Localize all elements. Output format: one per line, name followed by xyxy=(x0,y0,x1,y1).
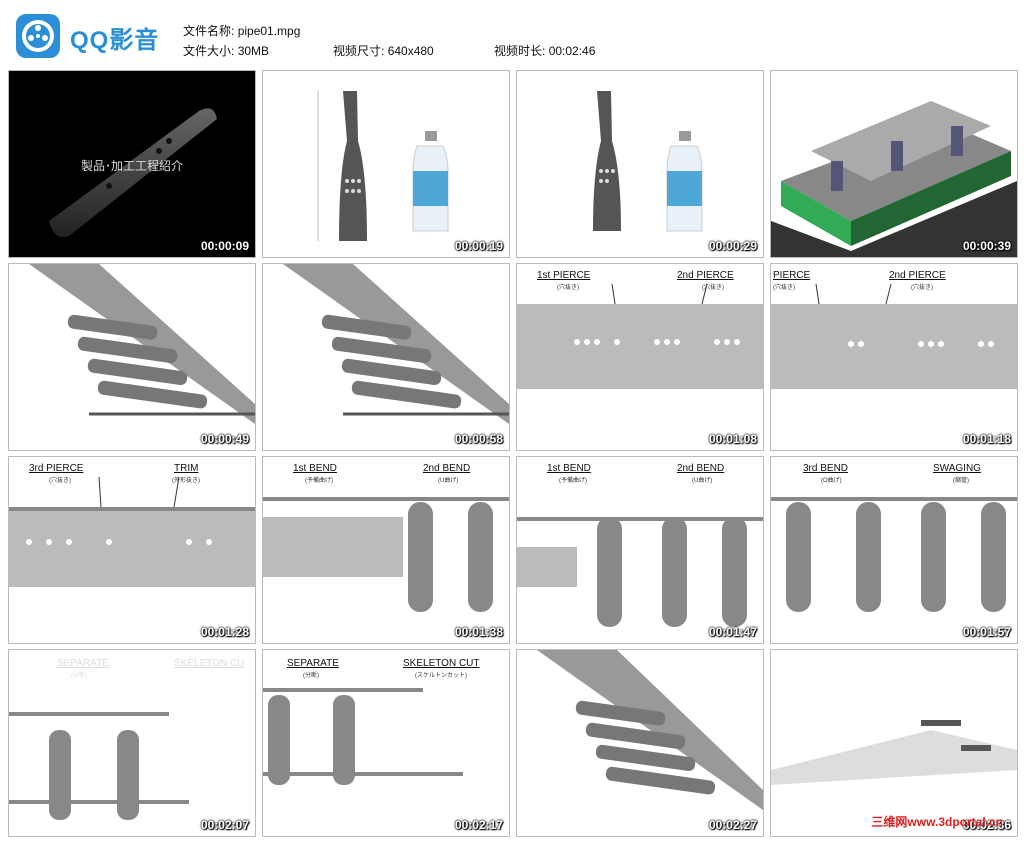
pipe-and-bottle-drawing xyxy=(317,91,449,241)
strip-render xyxy=(537,650,763,810)
process-label-left: 1st BEND xyxy=(547,463,591,474)
process-label-right: 2nd PIERCE xyxy=(889,270,946,281)
process-label-left: PIERCE xyxy=(773,270,811,281)
thumbnail[interactable]: 00:00:39 xyxy=(770,70,1018,258)
filesize-label: 文件大小: xyxy=(183,44,235,58)
thumbnail[interactable]: PIERCE (穴抜き) 2nd PIERCE (穴抜き) 00:01:18 xyxy=(770,263,1018,451)
qq-player-logo-icon xyxy=(16,14,60,58)
final-parts-render xyxy=(771,720,1017,785)
filename-label: 文件名称: xyxy=(183,24,235,38)
process-sub-left: (予備曲げ) xyxy=(559,478,587,484)
process-sub-right: (外形抜き) xyxy=(172,478,200,484)
pipe-render-illustration xyxy=(49,108,217,237)
process-sub-left: (分断) xyxy=(71,673,87,679)
timestamp: 00:01:18 xyxy=(962,432,1011,446)
filename-value: pipe01.mpg xyxy=(237,24,301,38)
process-sub-left: (O曲げ) xyxy=(821,478,842,484)
thumbnail[interactable]: 00:00:58 xyxy=(262,263,510,451)
process-sub-right: (縮管) xyxy=(953,478,969,484)
timestamp: 00:00:49 xyxy=(200,432,249,446)
timestamp: 00:01:57 xyxy=(962,625,1011,639)
process-label-left: 3rd PIERCE xyxy=(29,463,84,474)
separate-strip xyxy=(9,712,189,820)
pierce-strip xyxy=(771,283,1017,389)
timestamp: 00:02:27 xyxy=(708,818,757,832)
process-sub-left: (予備曲げ) xyxy=(305,478,333,484)
process-sub-right: (U曲げ) xyxy=(692,478,713,484)
timestamp: 00:02:07 xyxy=(200,818,249,832)
dimensions-value: 640x480 xyxy=(387,44,434,58)
timestamp: 00:01:28 xyxy=(200,625,249,639)
strip-render xyxy=(29,264,255,424)
process-label-right: 2nd PIERCE xyxy=(677,270,734,281)
press-die-render xyxy=(771,71,1017,257)
thumbnail[interactable]: 3rd BEND (O曲げ) SWAGING (縮管) 00:01:57 xyxy=(770,456,1018,644)
thumbnail[interactable]: 00:02:27 xyxy=(516,649,764,837)
process-label-left: SEPARATE xyxy=(57,658,109,669)
dimensions-label: 视频尺寸: xyxy=(333,44,385,58)
process-label-left: SEPARATE xyxy=(287,658,339,669)
thumbnail[interactable]: 1st BEND (予備曲げ) 2nd BEND (U曲げ) 00:01:38 xyxy=(262,456,510,644)
bend-strip xyxy=(517,517,763,627)
swaging-strip xyxy=(771,497,1017,612)
duration-value: 00:02:46 xyxy=(548,44,596,58)
thumbnail[interactable]: 1st PIERCE (穴抜き) 2nd PIERCE (穴抜き) 00:01:… xyxy=(516,263,764,451)
thumbnail[interactable]: 00:02:36 三维网www.3dportal.cn xyxy=(770,649,1018,837)
duration-label: 视频时长: xyxy=(494,44,546,58)
thumbnail[interactable]: SEPARATE (分断) SKELETON CU 00:02:07 xyxy=(8,649,256,837)
filesize-value: 30MB xyxy=(237,44,270,58)
watermark: 三维网www.3dportal.cn xyxy=(871,815,1003,829)
trim-strip xyxy=(9,476,255,587)
timestamp: 00:00:39 xyxy=(962,239,1011,253)
thumbnail[interactable]: SEPARATE (分断) SKELETON CUT (スケルトンカット) 00… xyxy=(262,649,510,837)
dimensions-row: 视频尺寸: 640x480 xyxy=(333,42,434,59)
process-label-right: TRIM xyxy=(174,463,199,474)
timestamp: 00:00:58 xyxy=(454,432,503,446)
app-name: QQ影音 xyxy=(70,27,160,54)
timestamp: 00:02:17 xyxy=(454,818,503,832)
process-sub-right: (スケルトンカット) xyxy=(415,673,467,679)
process-label-left: 1st BEND xyxy=(293,463,337,474)
timestamp: 00:00:09 xyxy=(200,239,249,253)
process-label-right: SWAGING xyxy=(933,463,981,474)
timestamp: 00:00:29 xyxy=(708,239,757,253)
process-label-left: 1st PIERCE xyxy=(537,270,591,281)
process-sub-right: (穴抜き) xyxy=(702,285,724,291)
header: QQ影音 文件名称: pipe01.mpg 文件大小: 30MB 视频尺寸: 6… xyxy=(0,0,1024,64)
intro-title: 製品･加工工程紹介 xyxy=(81,159,184,173)
filename-row: 文件名称: pipe01.mpg xyxy=(183,22,300,39)
process-label-right: SKELETON CU xyxy=(174,658,245,669)
process-label-left: 3rd BEND xyxy=(803,463,849,474)
process-sub-left: (穴抜き) xyxy=(773,285,795,291)
strip-render xyxy=(283,264,509,424)
thumbnail[interactable]: 00:00:49 xyxy=(8,263,256,451)
bend-strip xyxy=(263,497,509,612)
timestamp: 00:00:19 xyxy=(454,239,503,253)
process-label-right: 2nd BEND xyxy=(423,463,471,474)
timestamp: 00:01:38 xyxy=(454,625,503,639)
process-label-right: SKELETON CUT xyxy=(403,658,480,669)
process-sub-right: (穴抜き) xyxy=(911,285,933,291)
thumbnail[interactable]: 製品･加工工程紹介 00:00:09 xyxy=(8,70,256,258)
thumbnail[interactable]: 00:00:29 xyxy=(516,70,764,258)
timestamp: 00:01:47 xyxy=(708,625,757,639)
process-sub-left: (穴抜き) xyxy=(49,478,71,484)
timestamp: 00:02:36 xyxy=(962,818,1011,832)
thumbnail[interactable]: 3rd PIERCE (穴抜き) TRIM (外形抜き) 00:01:28 xyxy=(8,456,256,644)
thumbnail[interactable]: 00:00:19 xyxy=(262,70,510,258)
skeleton-cut-strip xyxy=(263,688,463,785)
process-sub-left: (分断) xyxy=(303,673,319,679)
process-sub-left: (穴抜き) xyxy=(557,285,579,291)
timestamp: 00:01:08 xyxy=(708,432,757,446)
pipe-and-bottle-illustration xyxy=(593,91,703,232)
filesize-row: 文件大小: 30MB xyxy=(183,42,269,59)
thumbnail[interactable]: 1st BEND (予備曲げ) 2nd BEND (U曲げ) 00:01:47 xyxy=(516,456,764,644)
process-sub-right: (U曲げ) xyxy=(438,478,459,484)
duration-row: 视频时长: 00:02:46 xyxy=(494,42,595,59)
pierce-strip xyxy=(517,283,763,389)
process-label-right: 2nd BEND xyxy=(677,463,725,474)
